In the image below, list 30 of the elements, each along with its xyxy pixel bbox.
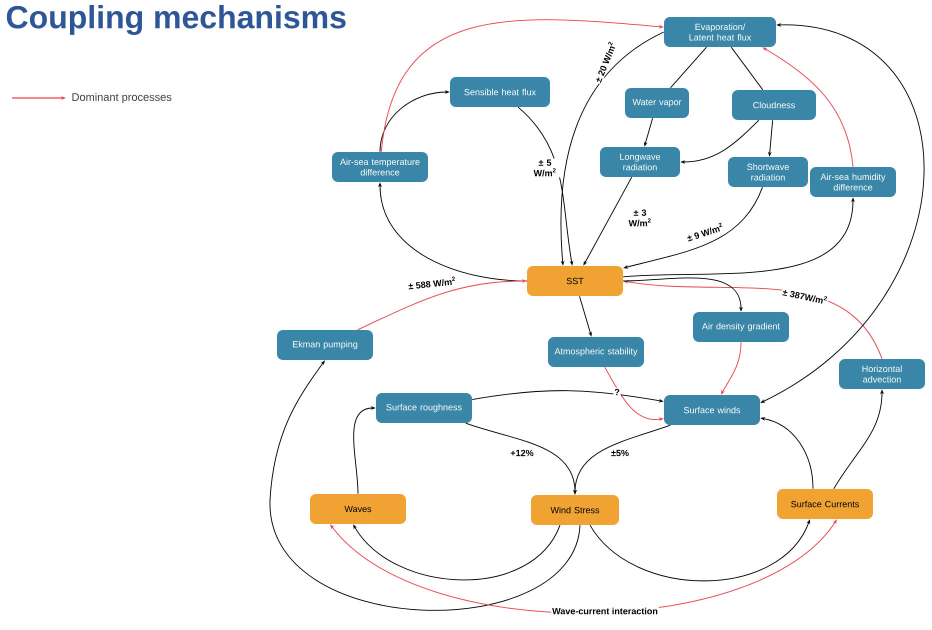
- title: Coupling mechanisms: [6, 5, 346, 35]
- process-box: Air density gradient: [693, 312, 789, 342]
- edge-label: ± 9 W/m$^{2}$: [684, 221, 726, 243]
- process-box: Sensible heat flux: [450, 77, 550, 107]
- variable-box: Surface Currents: [777, 489, 873, 519]
- edge-label: ?: [613, 388, 621, 396]
- process-box: Horizontal advection: [839, 359, 925, 389]
- edge-label: ± 387W/m$^{2}$: [780, 286, 830, 306]
- edge-label: ± 588 W/m$^{2}$: [406, 275, 458, 291]
- process-box: Cloudness: [732, 90, 816, 120]
- process-box: Air-sea temperature difference: [332, 152, 428, 182]
- edge-label: +12%: [509, 448, 535, 458]
- process-box: Atmospheric stability: [548, 337, 644, 367]
- variable-box: Waves: [310, 494, 406, 524]
- edge-label: ± 20 W/m$^{2}$: [592, 39, 618, 85]
- process-box: Evaporation/ Latent heat flux: [664, 17, 776, 47]
- edge-label: ± 5 W/m$^{2}$: [527, 158, 563, 178]
- process-box: Water vapor: [625, 88, 689, 118]
- variable-box: SST: [527, 266, 623, 296]
- process-box: Air-sea humidity difference: [810, 167, 896, 197]
- process-box: Surface winds: [664, 395, 760, 425]
- variable-box: Wind Stress: [531, 495, 619, 525]
- process-box: Ekman pumping: [277, 330, 373, 360]
- edge-label: Wave-current interaction: [551, 606, 659, 616]
- legend-label: Dominant processes: [72, 92, 172, 104]
- edge-label: ± 3 W/m$^{2}$: [624, 208, 656, 228]
- process-box: Surface roughness: [376, 393, 472, 423]
- process-box: Longwave radiation: [600, 147, 680, 177]
- edge-label: ±5%: [610, 448, 630, 458]
- process-box: Shortwave radiation: [728, 157, 808, 187]
